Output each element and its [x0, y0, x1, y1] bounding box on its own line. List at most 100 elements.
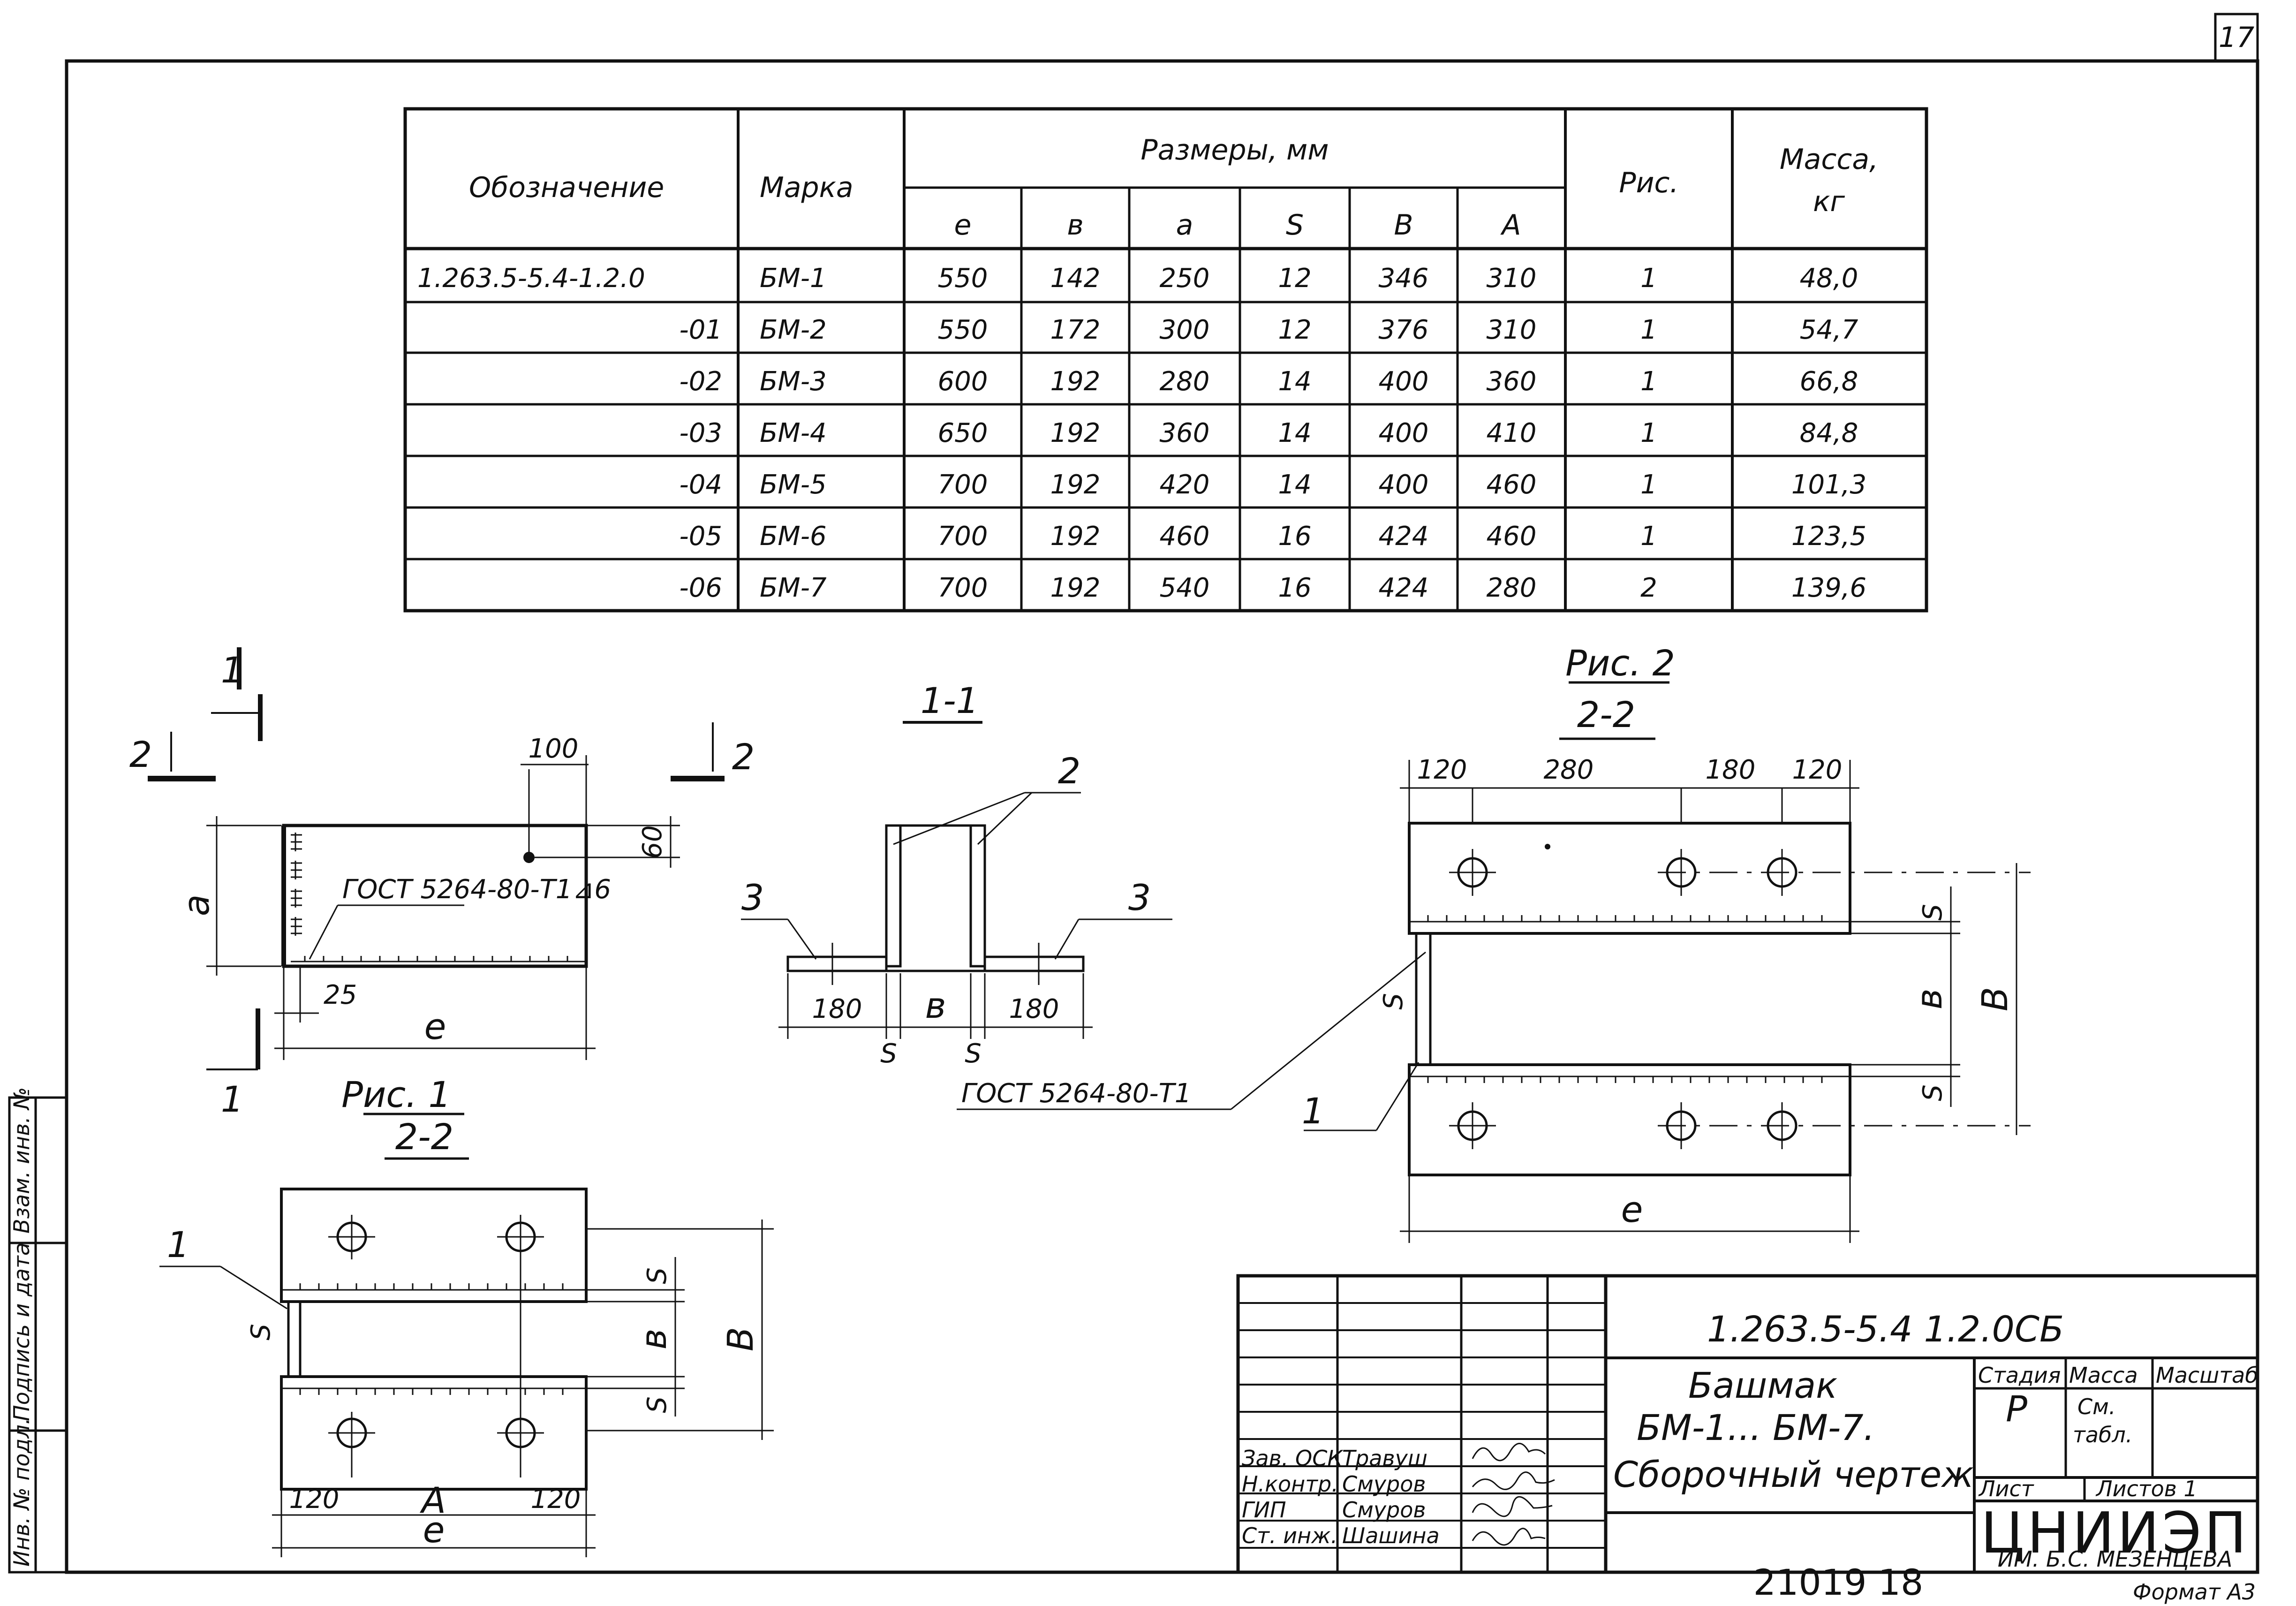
fig2-dim-s-left: S — [1378, 993, 1409, 1010]
cell-e: 700 — [938, 521, 988, 552]
section-mark-1-bottom: 1 — [221, 1078, 243, 1120]
footer-format: Формат А3 — [2133, 1579, 2256, 1605]
section-1-1-drawing: 1-1 2 3 3 180 в 180 S S — [741, 680, 1426, 1110]
cell-e: 700 — [938, 573, 988, 603]
cell-designation: -05 — [680, 521, 722, 552]
header-fig: Рис. — [1619, 167, 1678, 199]
cell-designation: -06 — [680, 573, 722, 603]
cell-designation: 1.263.5-5.4-1.2.0 — [417, 263, 645, 294]
cell-designation: -01 — [680, 315, 722, 345]
sheets-label: Листов 1 — [2095, 1476, 2198, 1501]
cell-e: 550 — [938, 315, 988, 345]
cell-a: 280 — [1160, 366, 1210, 397]
dim-180-right: 180 — [1009, 994, 1059, 1024]
cell-e: 650 — [938, 418, 988, 448]
cell-mass: 139,6 — [1791, 573, 1866, 603]
cell-b: 192 — [1050, 418, 1101, 448]
specification-table: Обозначение Марка Размеры, мм e в а S B … — [403, 107, 1928, 613]
cell-designation: -02 — [680, 366, 722, 397]
title-line-1: Башмак — [1688, 1364, 1837, 1406]
dim-col-b: в — [1067, 209, 1083, 242]
callout-3-right: 3 — [1128, 877, 1151, 918]
callout-3-left: 3 — [741, 877, 764, 918]
cell-mass: 84,8 — [1800, 418, 1858, 448]
fig2-dim-s-bottom: S — [1918, 1084, 1948, 1101]
cell-a: 360 — [1160, 418, 1210, 448]
dim-e: e — [424, 1006, 446, 1047]
role-label: Н.контр. — [1242, 1471, 1338, 1497]
cell-fig: 1 — [1640, 366, 1657, 397]
cell-a: 540 — [1160, 573, 1210, 603]
stage-value: Р — [2006, 1388, 2027, 1430]
mass-value-2: табл. — [2073, 1422, 2132, 1447]
cell-s: 16 — [1278, 573, 1311, 603]
cell-designation: -03 — [680, 418, 722, 448]
dim-a: а — [175, 894, 217, 917]
weld-note-section: ГОСТ 5264-80-Т1 — [961, 1078, 1191, 1109]
section-mark-2-left: 2 — [129, 734, 152, 775]
strip-signature-date: Подпись и дата — [9, 1242, 34, 1421]
cell-A: 310 — [1487, 315, 1537, 345]
fig1-section-label: 2-2 — [395, 1116, 453, 1158]
cell-designation: -04 — [680, 470, 722, 500]
dim-col-a: а — [1176, 209, 1193, 242]
cell-B: 376 — [1379, 315, 1429, 345]
cell-mark: БМ-6 — [760, 521, 827, 552]
cell-b: 172 — [1050, 315, 1101, 345]
cell-A: 460 — [1487, 521, 1537, 552]
footer-number: 21019 18 — [1753, 1561, 1924, 1603]
dim-b-section: в — [925, 985, 946, 1026]
sheet-frame — [65, 59, 2259, 1574]
fig1-dim-s-bottom: S — [642, 1396, 672, 1413]
cell-fig: 2 — [1640, 573, 1657, 603]
title-line-3: Сборочный чертеж — [1613, 1454, 1974, 1495]
header-dimensions: Размеры, мм — [1140, 134, 1329, 167]
dim-col-B: B — [1394, 209, 1413, 242]
fig1-label: Рис. 1 — [341, 1074, 451, 1115]
fig1-dim-s-left: S — [246, 1324, 276, 1341]
section-mark-1-top: 1 — [221, 649, 243, 691]
cell-fig: 1 — [1640, 263, 1657, 294]
cell-s: 12 — [1278, 315, 1311, 345]
cell-b: 192 — [1050, 521, 1101, 552]
weld-note-side: ГОСТ 5264-80-Т1⊿6 — [342, 874, 611, 905]
cell-s: 14 — [1278, 470, 1311, 500]
cell-mass: 66,8 — [1800, 366, 1858, 397]
cell-mass: 101,3 — [1791, 470, 1866, 500]
cell-a: 300 — [1160, 315, 1210, 345]
table-row: -04 БМ-5 700 192 420 14 400 460 1 101,3 — [680, 470, 1867, 500]
fig1-dim-A: A — [419, 1479, 446, 1521]
fig2-dim-120-left: 120 — [1417, 755, 1467, 785]
section-mark-2-right: 2 — [732, 736, 755, 778]
fig2-dim-b: в — [1908, 989, 1950, 1010]
table-row: -06 БМ-7 700 192 540 16 424 280 2 139,6 — [680, 573, 1867, 603]
cell-mass: 54,7 — [1800, 315, 1858, 345]
fig1-callout-1: 1 — [167, 1224, 189, 1265]
role-label: Ст. инж. — [1242, 1523, 1337, 1548]
cell-mass: 123,5 — [1791, 521, 1866, 552]
role-name: Смуров — [1342, 1497, 1426, 1523]
cell-B: 400 — [1379, 418, 1429, 448]
fig1-dim-120-right: 120 — [531, 1484, 581, 1515]
fig2-dim-B: B — [1974, 987, 2016, 1011]
sheet-number: 17 — [2219, 21, 2254, 54]
role-label: Зав. ОСК — [1242, 1446, 1344, 1471]
strip-replacement-inv: Взам. инв. № — [9, 1087, 34, 1234]
table-row: -03 БМ-4 650 192 360 14 400 410 1 84,8 — [680, 418, 1858, 448]
cell-e: 700 — [938, 470, 988, 500]
cell-a: 250 — [1160, 263, 1210, 294]
cell-A: 280 — [1487, 573, 1537, 603]
cell-B: 400 — [1379, 470, 1429, 500]
cell-mass: 48,0 — [1800, 263, 1858, 294]
fig2-dim-s-top: S — [1918, 904, 1948, 921]
title-block: 1.263.5-5.4 1.2.0СБ Башмак БМ-1... БМ-7.… — [1236, 1274, 2259, 1574]
fig1-plan-drawing: Рис. 1 2-2 1 S S — [159, 1074, 774, 1557]
fig1-dim-B: B — [719, 1327, 761, 1351]
mass-value-1: См. — [2077, 1394, 2115, 1419]
strip-inv-original: Инв. № подл. — [9, 1418, 34, 1567]
dim-s-right: S — [965, 1038, 982, 1069]
role-name: Шашина — [1342, 1523, 1440, 1548]
org-subtitle: ИМ. Б.С. МЕЗЕНЦЕВА — [1998, 1546, 2233, 1572]
dim-col-A: A — [1500, 209, 1521, 242]
